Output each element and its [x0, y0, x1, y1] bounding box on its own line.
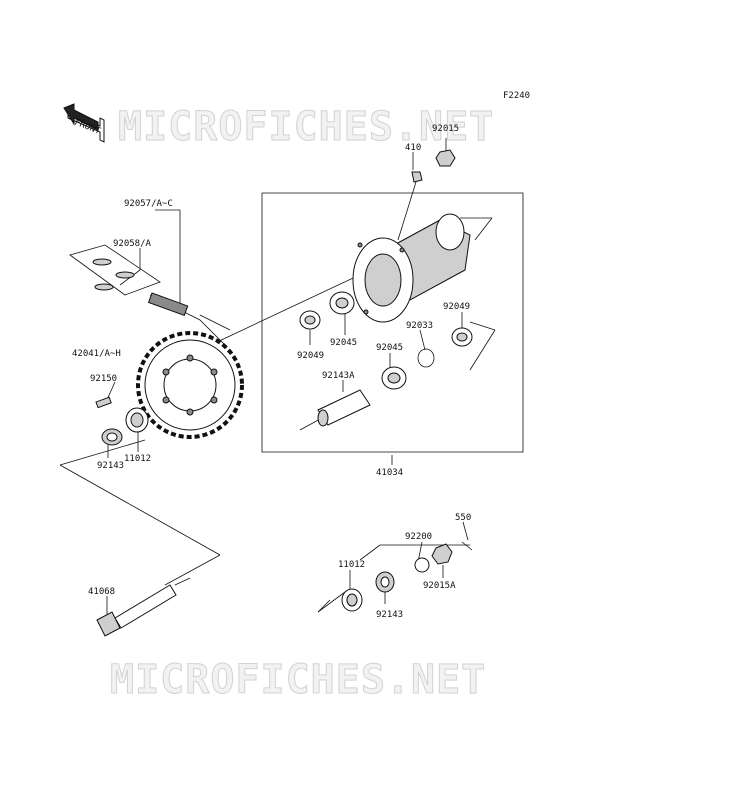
label-41034: 41034 [376, 468, 403, 478]
label-92049-right: 92049 [443, 302, 470, 312]
watermark-top: MICROFICHES.NET [118, 104, 494, 150]
hub-nut-top [435, 149, 456, 167]
label-92143-right: 92143 [376, 610, 403, 620]
seal-left [125, 407, 149, 433]
label-92150: 92150 [90, 374, 117, 384]
label-550: 550 [455, 513, 471, 523]
label-92049-left: 92049 [297, 351, 324, 361]
leader-lines [59, 138, 496, 617]
label-92057: 92057/A~C [124, 199, 173, 209]
figure-code: F2240 [503, 91, 530, 101]
washer-right [414, 557, 430, 573]
label-42041: 42041/A~H [72, 349, 121, 359]
label-41068: 41068 [88, 587, 115, 597]
circlip [417, 348, 435, 368]
seal-right [341, 588, 363, 612]
hub-stud-top [411, 171, 423, 183]
hub-bearing-lower [381, 366, 407, 390]
hub-spacer-tube [317, 389, 371, 427]
part-labels: 92015 410 92057/A~C 92058/A 92049 92033 … [72, 124, 471, 620]
drive-chain [69, 244, 236, 371]
axle-nut [431, 543, 453, 565]
sprocket-bolt [95, 396, 112, 409]
rear-sprocket [136, 331, 244, 439]
rear-hub [352, 213, 471, 323]
label-410: 410 [405, 143, 421, 153]
front-arrow-icon: FRONT [63, 103, 105, 143]
label-92033: 92033 [406, 321, 433, 331]
label-92015A: 92015A [423, 581, 456, 591]
label-92200: 92200 [405, 532, 432, 542]
label-11012-left: 11012 [124, 454, 151, 464]
label-92045-lower: 92045 [376, 343, 403, 353]
label-92058: 92058/A [113, 239, 152, 249]
label-11012-right: 11012 [338, 560, 365, 570]
collar-right [375, 571, 395, 593]
label-92143A: 92143A [322, 371, 355, 381]
collar-left [101, 428, 123, 446]
rear-axle [96, 577, 191, 637]
label-92015: 92015 [432, 124, 459, 134]
hub-seal-right [451, 327, 473, 347]
watermark-bottom: MICROFICHES.NET [110, 657, 486, 703]
label-92045-upper: 92045 [330, 338, 357, 348]
hub-seal-left [299, 310, 321, 330]
label-92143-left: 92143 [97, 461, 124, 471]
cotter-pin [461, 541, 473, 551]
hub-assembly-frame [261, 192, 524, 453]
hub-bearing-upper [329, 291, 355, 315]
